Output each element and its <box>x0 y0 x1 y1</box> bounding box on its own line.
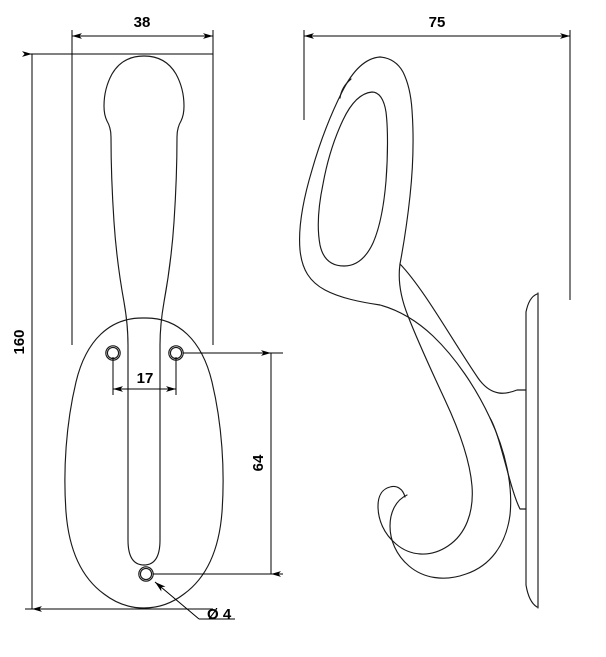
dim-label-38: 38 <box>134 14 151 31</box>
dim-label-75: 75 <box>429 14 446 31</box>
side-neck-upper <box>399 263 527 394</box>
side-shank-front-edge <box>377 263 473 555</box>
dimension-17: 17 <box>112 357 177 395</box>
leader-line-diameter-4 <box>155 582 235 620</box>
side-hook-inner-slot <box>317 91 389 267</box>
side-hook-upper-crest <box>379 56 414 265</box>
dimension-160: 160 <box>11 51 213 612</box>
dim-label-17: 17 <box>137 370 154 387</box>
dimension-38: 38 <box>71 14 214 345</box>
dimension-diameter-4: Ø 4 <box>155 582 235 623</box>
side-hook-upper-outer <box>299 56 381 306</box>
side-neck-lower <box>489 417 527 510</box>
dim-label-64: 64 <box>250 454 267 471</box>
side-backplate-profile <box>525 293 538 608</box>
dimension-75: 75 <box>303 14 571 300</box>
front-view <box>64 55 224 609</box>
front-backplate-outline <box>64 317 224 609</box>
dim-label-diameter-4: Ø 4 <box>207 606 232 623</box>
side-view <box>299 56 539 609</box>
dimension-64: 64 <box>153 350 283 577</box>
front-hook-body-outline <box>103 55 185 566</box>
side-lower-hook-outer <box>379 304 512 579</box>
dim-label-160: 160 <box>11 329 28 354</box>
hole-lower-center <box>138 566 154 582</box>
side-hook-inner-groove <box>339 78 352 99</box>
